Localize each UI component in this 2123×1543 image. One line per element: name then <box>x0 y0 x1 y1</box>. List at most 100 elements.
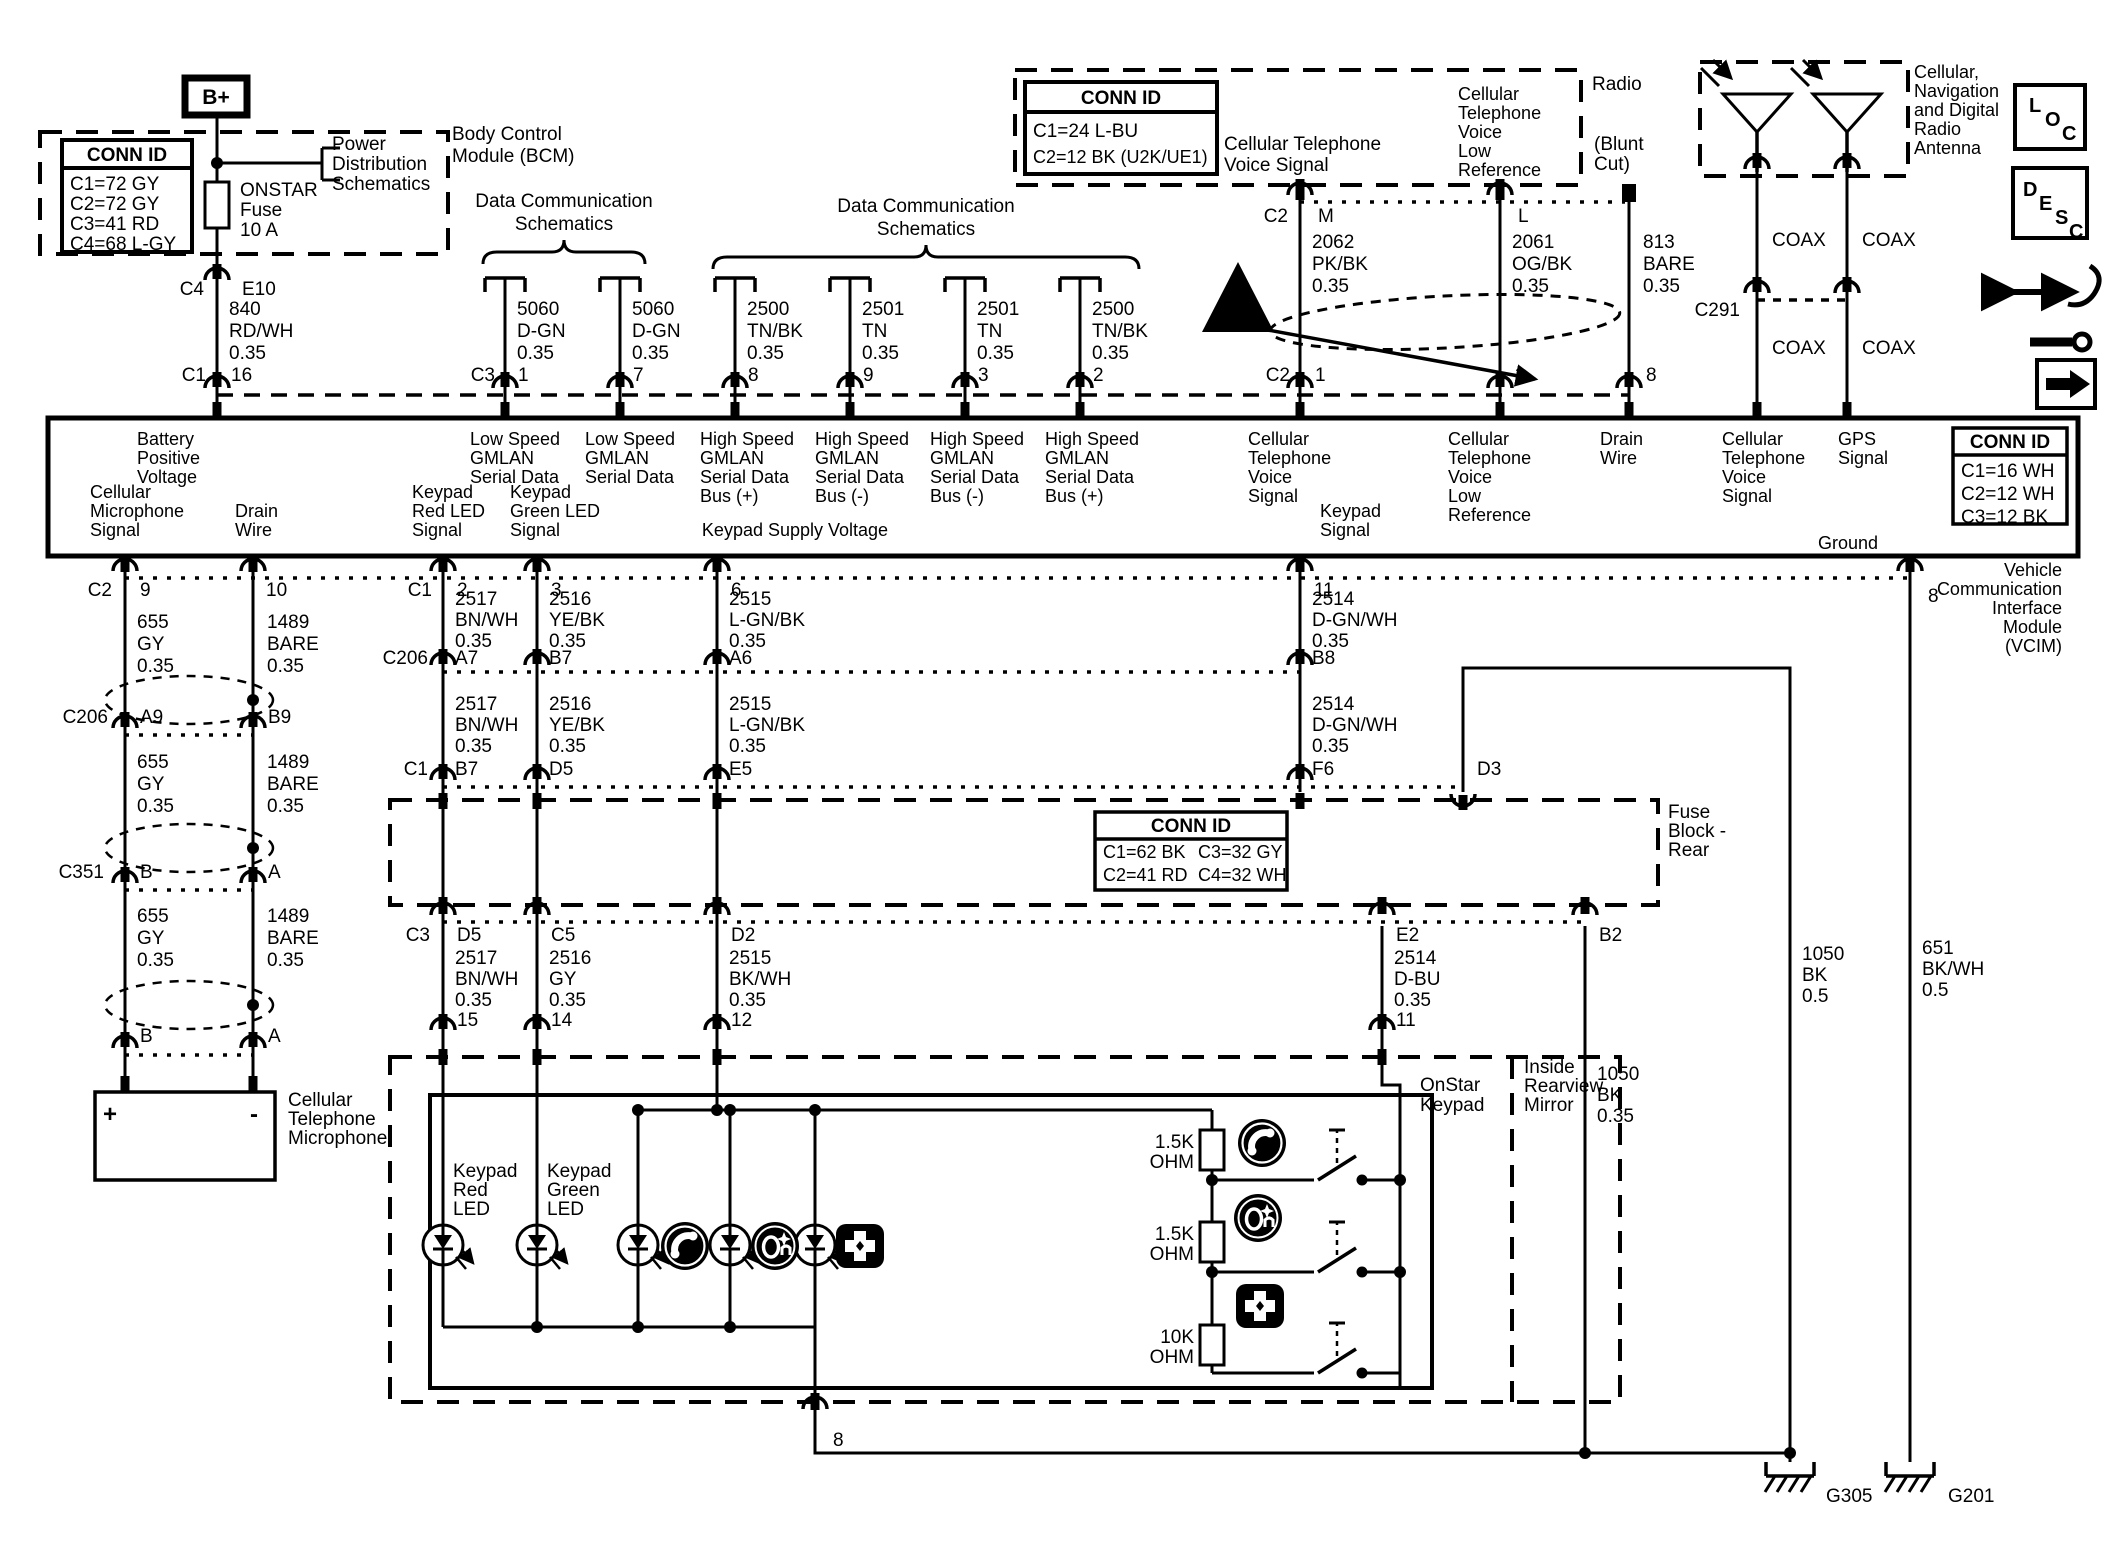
pin-b7: B7 <box>549 648 572 669</box>
pin-8-ground: 8 <box>1928 586 1939 607</box>
pin-b7f: B7 <box>455 759 478 780</box>
desc-e: E <box>2039 193 2052 215</box>
pin-a7: A7 <box>455 648 478 669</box>
blunt-cut-cap <box>1622 184 1636 202</box>
connector-symbol <box>239 1030 267 1050</box>
pin-11a: 11 <box>1314 580 1334 601</box>
pin-8-keypad: 8 <box>833 1430 844 1451</box>
connector-symbol <box>523 1012 551 1032</box>
green-led-icon <box>517 1225 567 1269</box>
connector-symbol <box>721 370 749 390</box>
pin-a: A <box>268 862 281 883</box>
conn-c291: C291 <box>1695 300 1740 321</box>
conn-c206-mid: C206 <box>383 648 428 669</box>
conn-id-fuse-c4: C4=32 WH <box>1198 865 1287 885</box>
vcim-box <box>45 415 2081 559</box>
connector-symbol <box>703 762 731 782</box>
pin-f6: F6 <box>1312 759 1334 780</box>
conn-id-table-fuse <box>1093 810 1289 892</box>
pin-e2: E2 <box>1396 925 1419 946</box>
phone-icon <box>661 1222 709 1270</box>
phone-icon <box>1238 1119 1286 1167</box>
pin-14: 14 <box>551 1010 573 1031</box>
connector-symbol <box>703 647 731 667</box>
ground-symbol-g305 <box>1763 1460 1816 1494</box>
antenna-icon <box>1701 60 1791 172</box>
power-distribution-box <box>38 130 450 256</box>
conn-c2-bottom: C2 <box>88 580 112 601</box>
pin-2b: 2 <box>457 580 468 601</box>
conn-id-fuse-c2: C2=41 RD <box>1103 865 1188 885</box>
resistor-symbol <box>1198 1220 1226 1264</box>
pin-3b: 3 <box>551 580 562 601</box>
pin-11b: 11 <box>1396 1010 1416 1031</box>
loc-icon <box>2013 83 2087 151</box>
b-plus-label: B+ <box>202 86 229 109</box>
symbols <box>103 60 2102 1494</box>
inline-connector-lines <box>125 200 1910 1057</box>
vcim-ground: Ground <box>1818 533 1878 553</box>
pin-12: 12 <box>731 1010 752 1031</box>
connector-symbol <box>1449 792 1477 812</box>
connector-symbol <box>429 762 457 782</box>
pin-15: 15 <box>457 1010 478 1031</box>
loc-c: C <box>2062 123 2076 145</box>
conn-id-table-power <box>60 138 194 254</box>
connector-symbol <box>1743 275 1771 295</box>
connector-symbol <box>836 370 864 390</box>
dashed-boxes <box>38 60 1910 1404</box>
connectors <box>111 151 1924 1411</box>
led-icon <box>618 1225 668 1269</box>
pin-9b: 9 <box>140 580 151 601</box>
conn-id-fuse-c1: C1=62 BK <box>1103 842 1186 862</box>
resistor-symbol <box>1198 1323 1226 1367</box>
pin-a6: A6 <box>729 648 752 669</box>
arrow-icon <box>2046 370 2090 398</box>
connector-symbol <box>203 370 231 390</box>
pin-c5: C5 <box>551 925 575 946</box>
antenna-icon <box>1791 60 1881 172</box>
pin-d5f: D5 <box>549 759 573 780</box>
conn-id-radio-header: CONN ID <box>1081 88 1161 109</box>
pin-m: M <box>1318 206 1334 227</box>
loc-o: O <box>2045 109 2061 131</box>
conn-id-vcim-header: CONN ID <box>1970 432 2050 453</box>
pin-b2row: B <box>140 1026 153 1047</box>
pin-9: 9 <box>863 365 874 386</box>
connector-symbol <box>523 762 551 782</box>
conn-id-radio-row2: C2=12 BK (U2K/UE1) <box>1033 147 1208 167</box>
resistor-symbol <box>1198 1128 1226 1172</box>
connector-symbol <box>1286 647 1314 667</box>
loc-l: L <box>2029 95 2041 117</box>
brace-2 <box>711 244 1141 270</box>
warning-mark: ! <box>1231 287 1245 334</box>
connector-symbol <box>239 865 267 885</box>
pin-b8: B8 <box>1312 648 1335 669</box>
pin-6: 6 <box>731 580 742 601</box>
connector-symbol <box>1833 275 1861 295</box>
pin-7: 7 <box>633 365 644 386</box>
